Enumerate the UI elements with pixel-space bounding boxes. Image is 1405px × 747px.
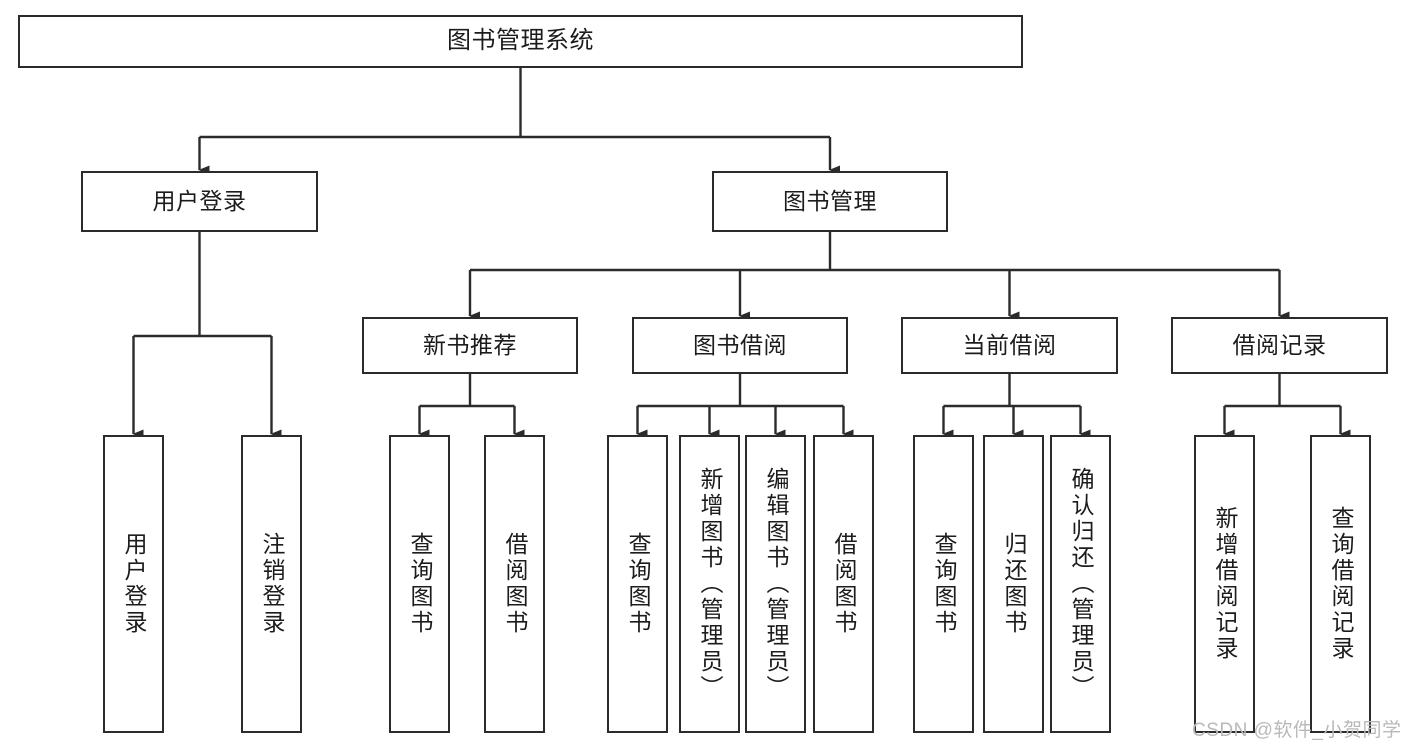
node-label-leaf-bb-edit: 编辑图书（管理员）: [763, 467, 789, 701]
node-current-borrow[interactable]: 当前借阅: [901, 317, 1118, 374]
node-label-leaf-bb-add: 新增图书（管理员）: [697, 467, 723, 701]
node-leaf-bb-edit[interactable]: 编辑图书（管理员）: [745, 435, 806, 733]
node-leaf-rec-borrow[interactable]: 借阅图书: [484, 435, 545, 733]
node-leaf-cb-return[interactable]: 归还图书: [983, 435, 1044, 733]
node-leaf-user-login[interactable]: 用户登录: [103, 435, 164, 733]
node-book-borrow[interactable]: 图书借阅: [632, 317, 848, 374]
node-label-leaf-br-add: 新增借阅记录: [1212, 506, 1238, 662]
node-leaf-cb-confirm[interactable]: 确认归还（管理员）: [1050, 435, 1111, 733]
node-root[interactable]: 图书管理系统: [18, 15, 1023, 68]
node-label-leaf-bb-query: 查询图书: [625, 532, 651, 636]
node-book-manage[interactable]: 图书管理: [712, 171, 948, 232]
node-leaf-br-add[interactable]: 新增借阅记录: [1194, 435, 1255, 733]
node-leaf-user-logout[interactable]: 注销登录: [241, 435, 302, 733]
node-label-book-manage: 图书管理: [783, 187, 877, 214]
node-label-leaf-user-login: 用户登录: [121, 532, 147, 636]
node-leaf-br-query[interactable]: 查询借阅记录: [1310, 435, 1371, 733]
node-label-leaf-br-query: 查询借阅记录: [1328, 506, 1354, 662]
node-label-leaf-rec-borrow: 借阅图书: [502, 532, 528, 636]
node-label-current-borrow: 当前借阅: [962, 331, 1057, 358]
node-label-leaf-bb-borrow: 借阅图书: [831, 532, 857, 636]
node-leaf-bb-borrow[interactable]: 借阅图书: [813, 435, 874, 733]
node-borrow-record[interactable]: 借阅记录: [1171, 317, 1388, 374]
node-new-book-rec[interactable]: 新书推荐: [362, 317, 578, 374]
node-label-borrow-record: 借阅记录: [1232, 331, 1327, 358]
node-label-new-book-rec: 新书推荐: [423, 331, 517, 358]
node-label-book-borrow: 图书借阅: [693, 331, 787, 358]
node-leaf-bb-add[interactable]: 新增图书（管理员）: [679, 435, 740, 733]
node-user-login[interactable]: 用户登录: [81, 171, 318, 232]
node-label-user-login: 用户登录: [152, 187, 247, 214]
node-label-leaf-cb-confirm: 确认归还（管理员）: [1068, 467, 1094, 701]
node-leaf-bb-query[interactable]: 查询图书: [607, 435, 668, 733]
node-leaf-rec-query[interactable]: 查询图书: [389, 435, 450, 733]
node-label-leaf-rec-query: 查询图书: [407, 532, 433, 636]
node-label-leaf-cb-query: 查询图书: [931, 532, 957, 636]
node-leaf-cb-query[interactable]: 查询图书: [913, 435, 974, 733]
node-label-leaf-user-logout: 注销登录: [259, 532, 285, 636]
node-label-leaf-cb-return: 归还图书: [1001, 532, 1027, 636]
node-label-root: 图书管理系统: [447, 27, 594, 55]
